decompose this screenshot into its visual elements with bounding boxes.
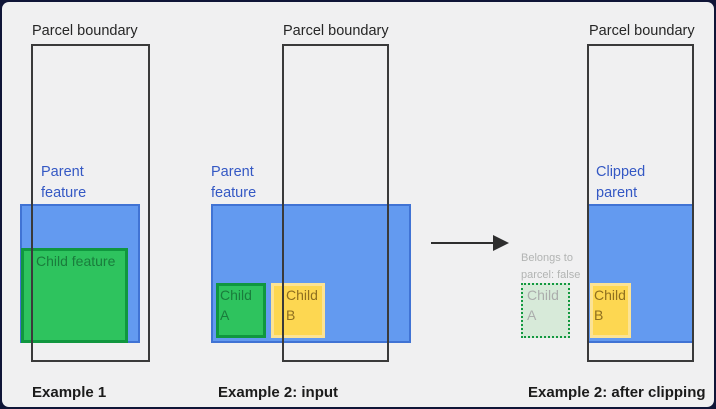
child-a-ghost-label: Child A [527,287,559,323]
parcel-boundary-label: Parcel boundary [283,23,389,39]
example-2-input-caption: Example 2: input [218,384,339,401]
parcel-boundary-label: Parcel boundary [32,23,138,39]
parent-feature-label: Parent feature [211,164,257,201]
example-2-after-clipping-caption: Example 2: after clipping [528,384,706,401]
child-feature-rect [21,248,128,343]
parcel-boundary-rect [282,44,389,362]
child-b-label: Child B [286,287,318,323]
child-a-ghost-rect [521,283,570,338]
example-1-caption: Example 1 [32,384,107,401]
child-b-rect [590,283,631,338]
child-b-rect [271,283,325,338]
child-a-rect [216,283,266,338]
child-b-label: Child B [594,287,626,323]
belongs-to-parcel-annotation: Belongs to parcel: false [521,252,581,281]
arrow-right-icon [431,235,509,251]
child-feature-label: Child feature [36,253,116,269]
child-a-label: Child A [220,287,252,323]
parcel-boundary-rect [31,44,150,362]
parcel-boundary-rect [587,44,694,362]
parcel-boundary-label: Parcel boundary [589,23,695,39]
clipped-parent-label: Clipped parent [596,164,646,201]
parent-feature-label: Parent feature [41,164,87,201]
